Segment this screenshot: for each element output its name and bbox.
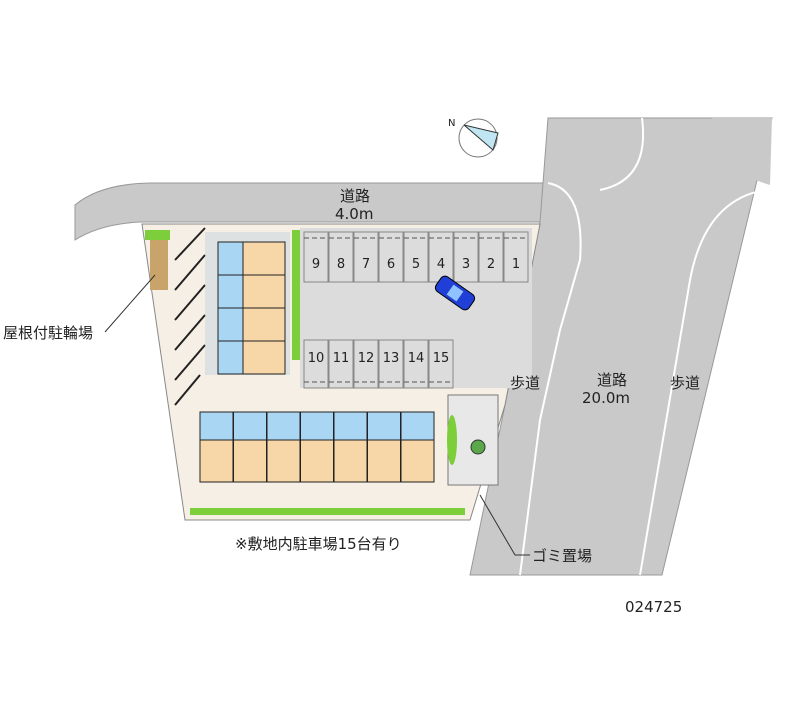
stall-number: 12: [358, 351, 375, 366]
unit-room: [242, 241, 286, 276]
parking-stall: [503, 231, 529, 283]
unit-room: [300, 439, 334, 483]
unit-bath: [217, 307, 244, 342]
sidewalk-line-left: [519, 182, 582, 576]
unit-bath: [367, 411, 401, 441]
road-corner-white: [640, 118, 772, 185]
unit-room: [266, 439, 301, 483]
stall-number: 7: [362, 257, 370, 272]
sidewalk-line-right: [599, 117, 766, 576]
leader-line: [479, 494, 530, 556]
parking-stall: [353, 231, 379, 283]
parking-stall: [303, 339, 329, 389]
sidewalk-left-label: 歩道: [510, 374, 540, 392]
parking-stall: [378, 231, 404, 283]
tree-icon: [470, 439, 486, 455]
stall-number: 9: [312, 257, 320, 272]
stall-number: 4: [437, 257, 445, 272]
stall-number: 13: [383, 351, 400, 366]
stall-number: 6: [387, 257, 395, 272]
unit-bath: [217, 241, 244, 276]
parking-stall: [453, 231, 479, 283]
north-compass-icon: N: [448, 118, 499, 158]
unit-bath: [333, 411, 368, 441]
unit-bath: [266, 411, 301, 441]
unit-bath: [300, 411, 334, 441]
unit-room: [333, 439, 368, 483]
parking-stall: [428, 339, 454, 389]
garbage-label: ゴミ置場: [532, 547, 592, 565]
parking-stalls: 9 8 7 6 5 4 3 2 1 10 11 12 13 14 15: [303, 231, 529, 389]
stall-number: 2: [487, 257, 495, 272]
sidewalk-right-label: 歩道: [670, 374, 700, 392]
stall-number: 1: [512, 257, 520, 272]
leader-line: [104, 274, 156, 333]
property-id: 024725: [625, 598, 682, 616]
building-south: [199, 411, 435, 483]
road-main-width: 20.0m: [582, 389, 630, 407]
green-hedge: [145, 230, 170, 240]
road-main-name: 道路: [597, 371, 627, 389]
unit-room: [242, 274, 286, 309]
stall-number: 15: [433, 351, 450, 366]
road-top-name: 道路: [340, 187, 370, 205]
unit-bath: [400, 411, 435, 441]
parking-stall: [328, 231, 354, 283]
stall-number: 3: [462, 257, 470, 272]
unit-room: [233, 439, 267, 483]
unit-room: [400, 439, 435, 483]
stall-number: 14: [408, 351, 425, 366]
parking-stall: [328, 339, 354, 389]
stall-number: 8: [337, 257, 345, 272]
parking-stall: [353, 339, 379, 389]
unit-bath: [199, 411, 234, 441]
parking-stall: [403, 231, 429, 283]
parking-stall: [428, 231, 454, 283]
unit-room: [242, 307, 286, 342]
unit-bath: [233, 411, 267, 441]
stall-number: 11: [333, 351, 350, 366]
stall-number: 10: [308, 351, 325, 366]
parking-stall: [378, 339, 404, 389]
unit-room: [367, 439, 401, 483]
parking-stall: [403, 339, 429, 389]
green-hedge: [292, 230, 300, 360]
road-top-width: 4.0m: [335, 205, 373, 223]
unit-room: [199, 439, 234, 483]
parking-stall: [303, 231, 329, 283]
shrub: [447, 415, 457, 465]
bicycle-parking-label: 屋根付駐輪場: [3, 324, 93, 342]
parking-note: ※敷地内駐車場15台有り: [235, 535, 402, 553]
building-north: [205, 232, 290, 375]
green-hedge: [190, 508, 465, 515]
unit-bath: [217, 274, 244, 309]
parking-stall: [478, 231, 504, 283]
car-icon: [434, 275, 476, 311]
hatched-walkway: [174, 227, 206, 406]
svg-text:N: N: [448, 118, 455, 129]
stall-number: 5: [412, 257, 420, 272]
unit-room: [242, 340, 286, 375]
unit-bath: [217, 340, 244, 375]
